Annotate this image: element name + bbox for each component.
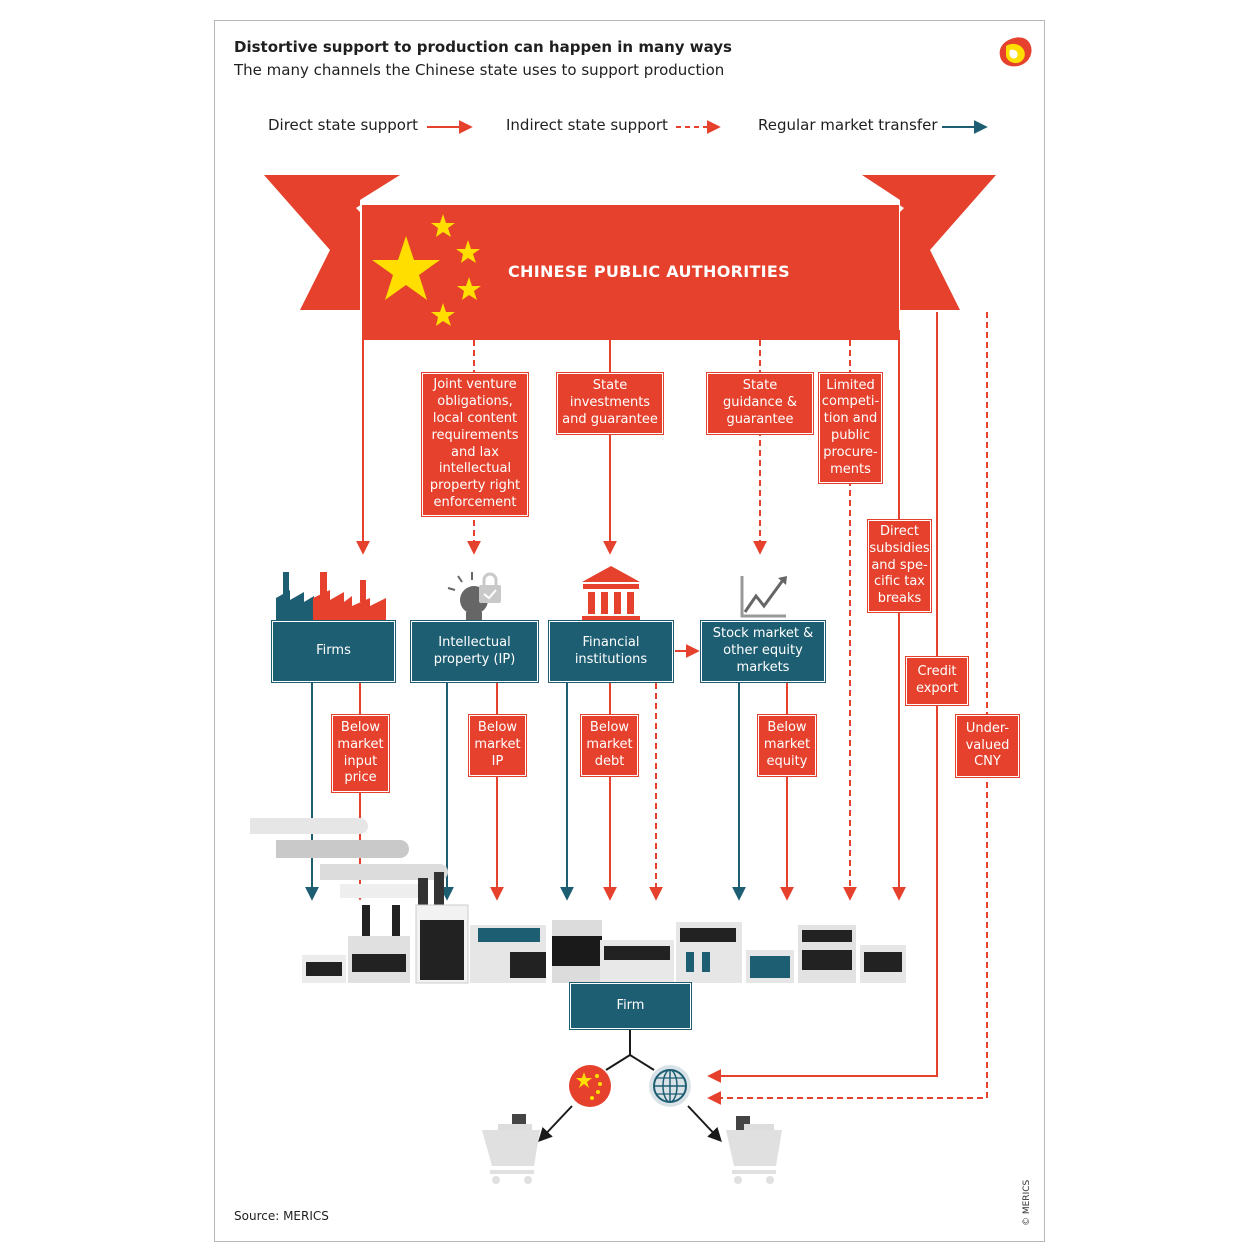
entity-stock-market: Stock market & other equity markets	[700, 620, 826, 683]
figure-subtitle: The many channels the Chinese state uses…	[234, 61, 725, 79]
copyright-note: © MERICS	[1022, 1179, 1032, 1226]
legend-market-label: Regular market transfer	[758, 116, 938, 134]
channel-state-investments: State investments and guarantee	[556, 372, 664, 435]
channel-jv-obligations: Joint venture obligations, local content…	[421, 372, 529, 517]
shopping-cart-icon-global	[726, 1116, 782, 1184]
entity-firms: Firms	[271, 620, 396, 683]
firm-distribution-lines	[538, 1030, 722, 1143]
authority-lines	[356, 312, 988, 1105]
banner-title: CHINESE PUBLIC AUTHORITIES	[508, 262, 790, 281]
shopping-cart-icon-domestic	[482, 1114, 540, 1184]
entity-financial-institutions: Financial institutions	[548, 620, 674, 683]
figure-frame	[214, 20, 1045, 1242]
below-market-debt: Below market debt	[580, 714, 639, 777]
entity-intellectual-property: Intellectual property (IP)	[410, 620, 539, 683]
channel-undervalued-cny: Under- valued CNY	[955, 714, 1020, 778]
merics-logo	[999, 37, 1032, 67]
factory-icon	[276, 572, 386, 624]
lightbulb-lock-icon	[447, 572, 501, 624]
bank-icon	[582, 566, 640, 622]
legend-indirect-label: Indirect state support	[506, 116, 668, 134]
china-flag-circle-icon	[569, 1065, 611, 1107]
source-note: Source: MERICS	[234, 1209, 329, 1223]
smoke-clouds	[250, 818, 448, 898]
entity-firm: Firm	[569, 982, 692, 1030]
channel-credit-export: Credit export	[905, 656, 969, 706]
industrial-skyline	[302, 872, 906, 984]
channel-direct-subsidies: Direct subsidies and spe- cific tax brea…	[867, 519, 932, 613]
china-flag-banner	[264, 175, 996, 340]
channel-state-guidance: State guidance & guarantee	[706, 372, 814, 435]
flag-stars	[372, 214, 481, 326]
stock-chart-icon	[740, 576, 787, 618]
below-market-ip: Below market IP	[468, 714, 527, 777]
legend-direct-label: Direct state support	[268, 116, 419, 134]
globe-icon	[649, 1065, 691, 1107]
below-market-equity: Below market equity	[757, 714, 817, 777]
below-market-input-price: Below market input price	[331, 714, 390, 793]
figure-title: Distortive support to production can hap…	[234, 38, 732, 56]
channel-limited-competition: Limited competi- tion and public procure…	[818, 372, 883, 484]
